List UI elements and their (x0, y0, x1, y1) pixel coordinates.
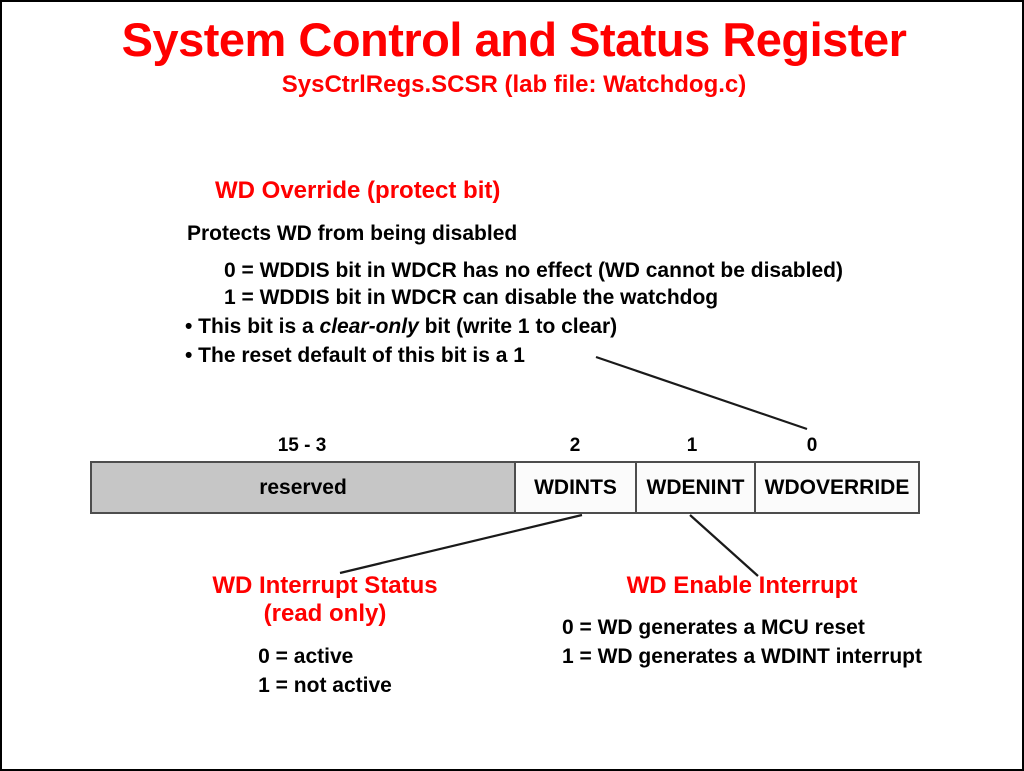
wd-override-summary: Protects WD from being disabled (187, 222, 518, 245)
bullet-0-suffix: bit (write 1 to clear) (418, 315, 618, 338)
wdints-value-0: 0 = active (258, 645, 354, 668)
wdenint-heading: WD Enable Interrupt (626, 572, 858, 599)
wdints-annotation: WD Interrupt Status (read only) 0 = acti… (180, 572, 470, 700)
wd-override-bullet-0: • This bit is a clear-only bit (write 1 … (185, 312, 617, 341)
leader-line-wdenint (689, 514, 759, 577)
wd-override-value-list: 0 = WDDIS bit in WDCR has no effect (WD … (224, 257, 843, 311)
wd-override-value-1: 1 = WDDIS bit in WDCR can disable the wa… (224, 286, 719, 309)
register-field-wdenint: WDENINT (637, 463, 756, 512)
leader-line-wdints (339, 513, 583, 575)
wdints-heading-line1: WD Interrupt Status (212, 572, 438, 599)
wdints-value-1: 1 = not active (258, 674, 392, 697)
register-bitfield-diagram: reserved WDINTS WDENINT WDOVERRIDE (90, 461, 920, 514)
bit-label-1: 1 (686, 435, 698, 456)
bullet-1-prefix: • The reset default of this bit is a 1 (185, 344, 525, 367)
wdenint-annotation: WD Enable Interrupt 0 = WD generates a M… (522, 572, 962, 671)
bit-label-15-3: 15 - 3 (277, 435, 327, 456)
wdenint-value-1: 1 = WD generates a WDINT interrupt (562, 645, 922, 668)
bit-label-0: 0 (806, 435, 818, 456)
wd-override-value-0: 0 = WDDIS bit in WDCR has no effect (WD … (224, 259, 843, 282)
bullet-0-italic: clear-only (319, 315, 419, 338)
wd-override-bullet-list: • This bit is a clear-only bit (write 1 … (185, 312, 617, 370)
wd-override-heading: WD Override (protect bit) (215, 177, 501, 204)
wdints-heading-line2: (read only) (263, 600, 387, 627)
page-subtitle: SysCtrlRegs.SCSR (lab file: Watchdog.c) (281, 71, 747, 98)
register-field-wdints: WDINTS (516, 463, 637, 512)
wdints-value-list: 0 = active 1 = not active (258, 642, 392, 700)
register-field-wdoverride: WDOVERRIDE (756, 463, 918, 512)
wdenint-value-list: 0 = WD generates a MCU reset 1 = WD gene… (562, 613, 922, 671)
wd-override-bullet-1: • The reset default of this bit is a 1 (185, 341, 617, 370)
wdenint-value-0: 0 = WD generates a MCU reset (562, 616, 865, 639)
bullet-0-prefix: • This bit is a (185, 315, 320, 338)
bit-label-2: 2 (569, 435, 581, 456)
page-title: System Control and Status Register (121, 13, 907, 66)
leader-line-wdoverride (595, 355, 808, 431)
register-field-reserved: reserved (92, 463, 516, 512)
